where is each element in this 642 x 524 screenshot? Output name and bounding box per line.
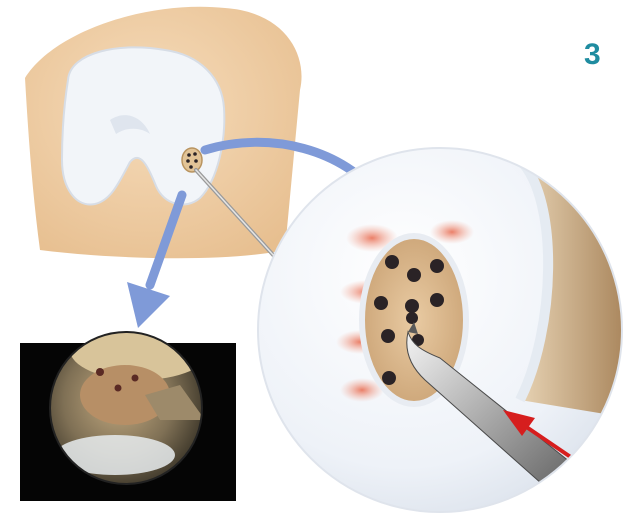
knee-overview xyxy=(25,7,302,268)
hole-mini-4 xyxy=(194,159,198,163)
scope-hole xyxy=(132,375,139,382)
hole-mini-5 xyxy=(189,165,193,169)
drill-hole xyxy=(374,296,388,310)
zoom-view xyxy=(258,148,642,512)
scope-hole xyxy=(115,385,122,392)
drill-hole xyxy=(385,255,399,269)
hole-mini-3 xyxy=(186,159,190,163)
step-number: 3 xyxy=(584,38,624,72)
scope-hole xyxy=(96,368,104,376)
drill-hole xyxy=(405,299,419,313)
drill-hole xyxy=(430,293,444,307)
drill-hole xyxy=(381,329,395,343)
arthroscopic-view-image xyxy=(20,320,236,501)
drill-hole xyxy=(407,268,421,282)
hole-mini-2 xyxy=(193,152,197,156)
drill-hole xyxy=(382,371,396,385)
bleeding-blush-2 xyxy=(430,220,474,244)
hole-mini-1 xyxy=(187,153,191,157)
drill-hole xyxy=(406,312,418,324)
drill-hole xyxy=(430,259,444,273)
